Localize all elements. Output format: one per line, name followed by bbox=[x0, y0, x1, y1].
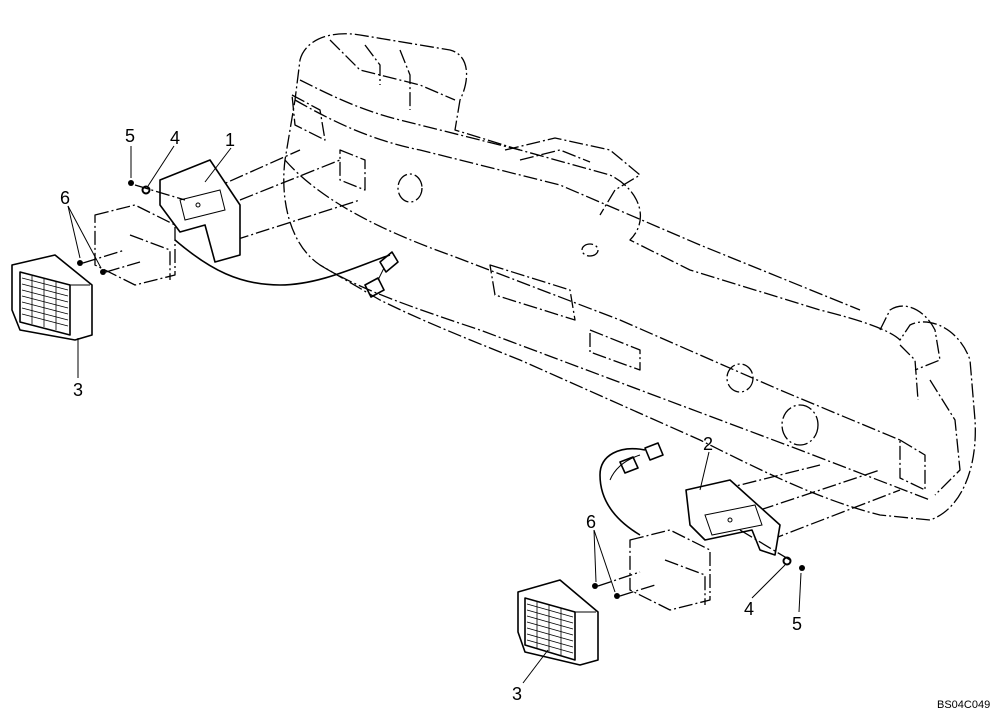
left-screw-b bbox=[100, 269, 106, 275]
left-screw-a bbox=[77, 260, 83, 266]
right-work-lamp bbox=[517, 579, 599, 666]
callout-left-screws: 6 bbox=[60, 188, 70, 208]
left-washer bbox=[141, 185, 151, 195]
right-screw-a bbox=[592, 583, 598, 589]
right-nut bbox=[799, 565, 805, 571]
left-mounting-bracket bbox=[159, 159, 241, 263]
left-light-assembly bbox=[11, 149, 399, 341]
callout-left-lamp: 3 bbox=[73, 380, 83, 400]
left-work-lamp bbox=[11, 254, 93, 341]
callout-left-nut: 5 bbox=[125, 126, 135, 146]
callout-left-washer: 4 bbox=[170, 128, 180, 148]
right-mounting-bracket bbox=[685, 479, 781, 556]
callout-right-lamp: 3 bbox=[512, 684, 522, 704]
leader-lines bbox=[67, 145, 802, 684]
callout-right-screws: 6 bbox=[586, 512, 596, 532]
right-light-assembly bbox=[517, 442, 901, 666]
right-screw-b bbox=[614, 593, 620, 599]
callout-labels: 1 4 5 6 3 2 6 4 5 3 BS04C049 bbox=[60, 126, 990, 711]
callout-right-nut: 5 bbox=[792, 614, 802, 634]
drawing-code: BS04C049 bbox=[937, 699, 990, 711]
callout-right-bracket: 2 bbox=[703, 434, 713, 454]
left-nut bbox=[128, 180, 134, 186]
callout-right-washer: 4 bbox=[744, 599, 754, 619]
callout-left-bracket: 1 bbox=[225, 130, 235, 150]
counterweight-phantom bbox=[283, 33, 976, 521]
